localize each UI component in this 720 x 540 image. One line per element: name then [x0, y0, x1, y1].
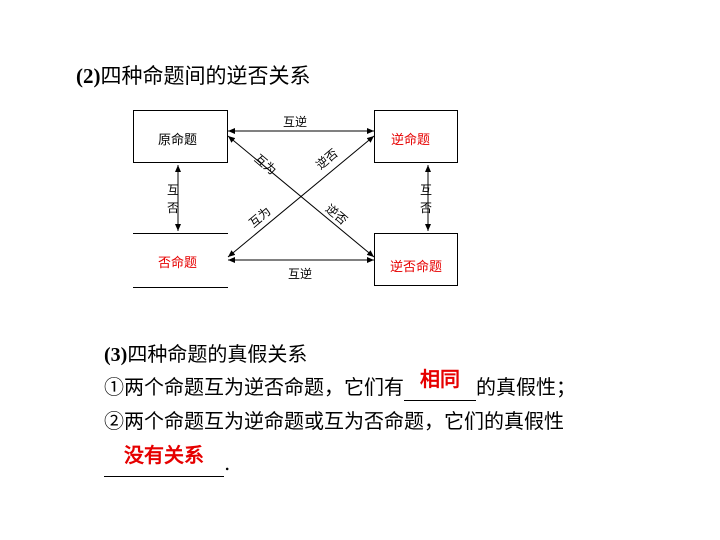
left-edge-label-2: 否 — [167, 201, 180, 215]
section-2-title: 四种命题间的逆否关系 — [100, 64, 311, 88]
box-converse-label: 逆命题 — [391, 133, 431, 148]
section-2-heading: (2)四种命题间的逆否关系 — [76, 60, 311, 90]
box-converse: 逆命题 — [374, 110, 458, 163]
box-inverse: 否命题 — [133, 233, 228, 288]
item-2-blank: 没有关系 — [104, 443, 224, 477]
box-contrapositive-label: 逆否命题 — [390, 260, 443, 275]
item-2-answer: 没有关系 — [124, 443, 204, 467]
top-edge-label: 互逆 — [283, 115, 308, 129]
right-edge-label-2: 否 — [420, 201, 433, 215]
item-1-prefix: ①两个命题互为逆否命题，它们有 — [104, 375, 404, 399]
section-2-number: (2) — [76, 64, 101, 88]
item-2-text: ②两个命题互为逆命题或互为否命题，它们的真假性 — [104, 409, 564, 433]
box-original: 原命题 — [133, 110, 228, 163]
item-2-end: . — [224, 451, 231, 475]
item-1: ①两个命题互为逆否命题，它们有相同的真假性； — [104, 367, 576, 401]
box-contrapositive: 逆否命题 — [374, 233, 458, 286]
item-2: ②两个命题互为逆命题或互为否命题，它们的真假性 — [104, 405, 564, 434]
box-original-label: 原命题 — [158, 133, 198, 148]
item-2-answer-line: 没有关系. — [104, 443, 231, 477]
left-edge-label-1: 互 — [167, 183, 180, 197]
item-1-suffix: 的真假性； — [476, 375, 576, 399]
section-3-title: 四种命题的真假关系 — [127, 342, 308, 366]
section-3-number: (3) — [104, 344, 128, 366]
right-edge-label-1: 互 — [420, 183, 433, 197]
box-inverse-label: 否命题 — [158, 256, 198, 271]
bottom-edge-label: 互逆 — [288, 267, 313, 281]
section-3-heading: (3)四种命题的真假关系 — [104, 338, 307, 367]
item-1-blank: 相同 — [404, 367, 476, 401]
diag-arrow-up — [227, 135, 375, 258]
item-1-answer: 相同 — [420, 367, 460, 391]
